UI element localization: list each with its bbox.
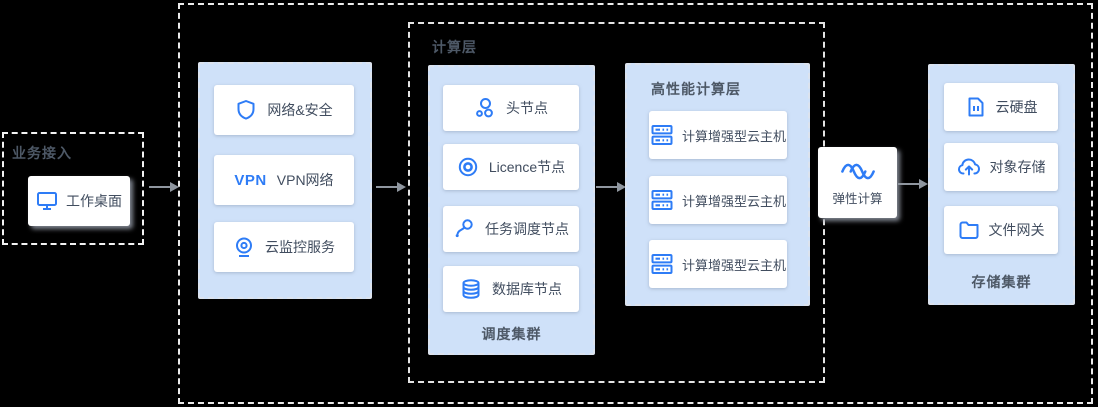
outer-dashed-boundary <box>178 3 1093 404</box>
route-icon <box>455 219 473 238</box>
database-node-label: 数据库节点 <box>492 281 562 297</box>
task-scheduler-node-card: 任务调度节点 <box>443 206 579 252</box>
target-icon <box>458 157 478 177</box>
business-access-title: 业务接入 <box>12 145 72 161</box>
compute-host-card-3: 计算增强型云主机 <box>649 240 787 288</box>
vpn-label: VPN网络 <box>276 172 334 188</box>
file-gateway-label: 文件网关 <box>988 222 1045 238</box>
cluster-nodes-icon <box>476 98 493 118</box>
head-node-label: 头节点 <box>506 100 548 116</box>
head-node-card: 头节点 <box>443 85 579 131</box>
compute-host-card-2: 计算增强型云主机 <box>649 176 787 224</box>
server-icon <box>651 190 673 211</box>
vpn-card: VPN VPN网络 <box>214 155 354 205</box>
object-storage-card: 对象存储 <box>944 143 1058 191</box>
cloud-disk-label: 云硬盘 <box>995 99 1038 115</box>
server-icon <box>651 125 673 146</box>
compute-host-label: 计算增强型云主机 <box>681 193 786 209</box>
cloud-upload-icon <box>957 158 980 176</box>
shield-icon <box>237 100 255 120</box>
workstation-label: 工作桌面 <box>66 193 122 209</box>
compute-host-label: 计算增强型云主机 <box>681 257 786 273</box>
database-node-card: 数据库节点 <box>443 266 579 312</box>
webcam-icon <box>236 237 252 257</box>
arrow-scheduling-to-hpc <box>596 182 626 192</box>
scheduling-cluster-title: 调度集群 <box>481 326 542 342</box>
arrow-network-to-compute <box>376 182 406 192</box>
arrow-elastic-to-storage <box>898 179 928 189</box>
vpn-icon: VPN <box>234 171 267 189</box>
compute-host-label: 计算增强型云主机 <box>681 128 786 144</box>
compute-layer-title: 计算层 <box>432 39 477 55</box>
elastic-compute-label: 弹性计算 <box>832 191 883 206</box>
folder-icon <box>959 221 978 239</box>
elastic-compute-card: 弹性计算 <box>818 147 897 218</box>
hpc-title: 高性能计算层 <box>651 81 741 97</box>
workstation-card: 工作桌面 <box>28 176 130 226</box>
monitor-icon <box>37 192 57 210</box>
wave-icon <box>840 163 875 179</box>
cloud-disk-card: 云硬盘 <box>944 83 1058 131</box>
storage-cluster-title: 存储集群 <box>971 274 1032 290</box>
licence-node-label: Licence节点 <box>488 159 566 175</box>
file-gateway-card: 文件网关 <box>944 206 1058 254</box>
cloud-monitor-label: 云监控服务 <box>265 239 335 255</box>
network-security-label: 网络&安全 <box>267 102 333 118</box>
compute-host-card-1: 计算增强型云主机 <box>649 111 787 159</box>
database-icon <box>462 279 480 299</box>
business-access-box: 业务接入 <box>2 132 144 245</box>
disk-file-icon <box>968 97 983 117</box>
cloud-monitor-card: 云监控服务 <box>214 222 354 272</box>
network-security-card: 网络&安全 <box>214 85 354 135</box>
object-storage-label: 对象存储 <box>989 159 1046 175</box>
arrow-business-to-network <box>149 182 179 192</box>
licence-node-card: Licence节点 <box>443 144 579 190</box>
server-icon <box>651 254 673 275</box>
task-scheduler-node-label: 任务调度节点 <box>485 221 569 237</box>
